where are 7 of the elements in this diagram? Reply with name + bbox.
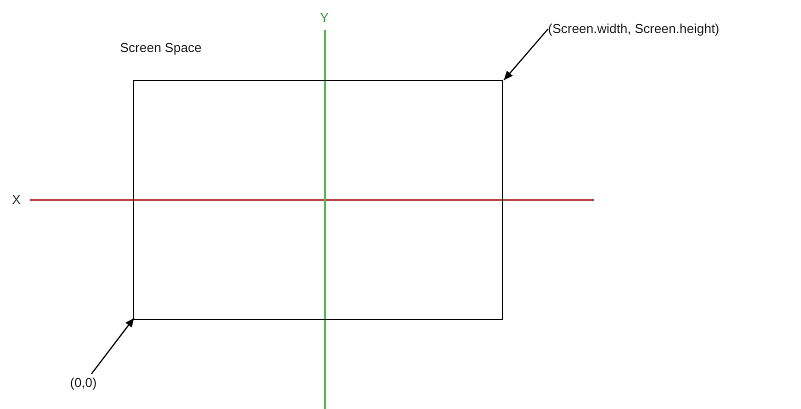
coordinate-label: (0,0)	[70, 374, 97, 392]
leader-arrow	[504, 28, 548, 80]
x-axis-label: X	[12, 192, 21, 207]
y-axis-label: Y	[320, 10, 329, 25]
leader-arrow	[90, 318, 135, 374]
coordinate-label: (Screen.width, Screen.height)	[548, 20, 720, 38]
area-title: Screen Space	[120, 40, 202, 55]
